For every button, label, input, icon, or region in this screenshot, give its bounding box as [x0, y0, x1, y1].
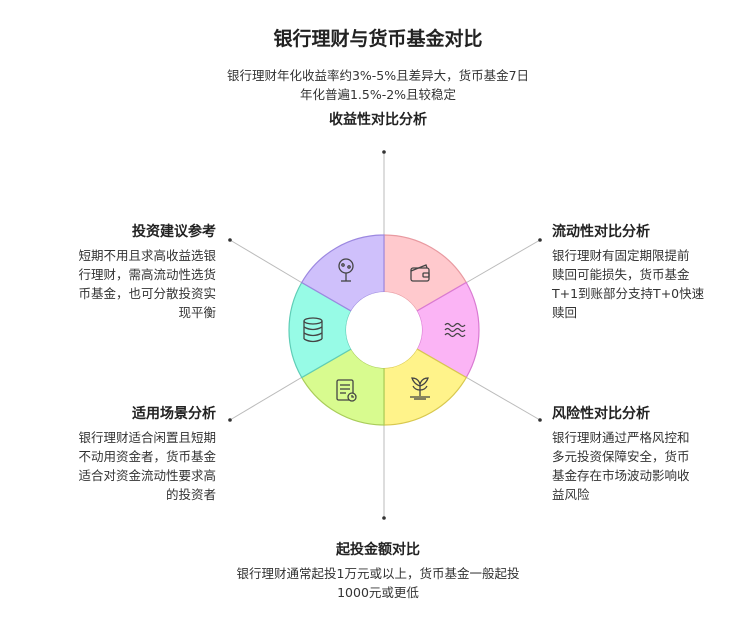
document-icon: [336, 379, 357, 402]
connector-advice: [229, 239, 305, 285]
connector-dot: [228, 238, 232, 242]
tree-icon: [338, 258, 354, 282]
minimum-heading: 起投金额对比: [336, 542, 420, 558]
plant-icon: [410, 377, 430, 400]
connector-dot: [538, 238, 542, 242]
scenario-line: 银行理财适合闲置且短期: [78, 430, 216, 445]
liquidity-line: 赎回: [552, 305, 578, 320]
liquidity-line: 赎回可能损失，货币基金: [552, 267, 690, 282]
risk-line: 益风险: [552, 487, 590, 502]
section-minimum: 起投金额对比 银行理财通常起投1万元或以上，货币基金一般起投 1000元或更低: [178, 540, 578, 602]
risk-line: 银行理财通过严格风控和: [552, 430, 690, 445]
risk-line: 基金存在市场波动影响收: [552, 468, 690, 483]
intro-line-2: 年化普遍1.5%-2%且较稳定: [299, 87, 457, 102]
section-yield: 银行理财年化收益率约3%-5%且差异大，货币基金7日 年化普遍1.5%-2%且较…: [178, 66, 578, 130]
scenario-line: 的投资者: [165, 487, 216, 502]
risk-line: 多元投资保障安全，货币: [552, 449, 690, 464]
advice-line: 短期不用且求高收益选银: [78, 248, 216, 263]
advice-heading: 投资建议参考: [132, 224, 216, 240]
minimum-line: 1000元或更低: [337, 585, 419, 600]
connector-dot: [228, 418, 232, 422]
advice-line: 币基金，也可分散投资实: [78, 286, 216, 301]
section-liquidity: 流动性对比分析 银行理财有固定期限提前 赎回可能损失，货币基金 T+1到账部分支…: [552, 222, 752, 322]
connector-risk: [463, 375, 541, 421]
section-advice: 投资建议参考 短期不用且求高收益选银 行理财，需高流动性选货 币基金，也可分散投…: [20, 222, 216, 322]
connector-dot: [382, 516, 386, 520]
yield-heading: 收益性对比分析: [329, 112, 427, 128]
intro-line-1: 银行理财年化收益率约3%-5%且差异大，货币基金7日: [226, 68, 530, 83]
database-icon: [303, 317, 323, 343]
connector-dot: [382, 150, 386, 154]
scenario-line: 适合对资金流动性要求高: [78, 468, 216, 483]
scenario-heading: 适用场景分析: [132, 406, 216, 422]
minimum-line: 银行理财通常起投1万元或以上，货币基金一般起投: [236, 566, 520, 581]
liquidity-heading: 流动性对比分析: [552, 224, 650, 240]
wallet-icon: [410, 264, 430, 282]
liquidity-line: 银行理财有固定期限提前: [552, 248, 690, 263]
section-risk: 风险性对比分析 银行理财通过严格风控和 多元投资保障安全，货币 基金存在市场波动…: [552, 404, 752, 504]
advice-line: 现平衡: [178, 305, 216, 320]
advice-line: 行理财，需高流动性选货: [78, 267, 216, 282]
risk-heading: 风险性对比分析: [552, 406, 650, 422]
connector-dot: [538, 418, 542, 422]
page-title: 银行理财与货币基金对比: [273, 28, 483, 50]
scenario-line: 不动用资金者，货币基金: [78, 449, 216, 464]
section-scenario: 适用场景分析 银行理财适合闲置且短期 不动用资金者，货币基金 适合对资金流动性要…: [20, 404, 216, 504]
liquidity-line: T+1到账部分支持T+0快速: [552, 286, 705, 301]
connector-liquidity: [463, 239, 541, 285]
waves-icon: [444, 322, 466, 338]
connector-scenario: [229, 375, 305, 421]
wheel-center: [346, 292, 422, 368]
